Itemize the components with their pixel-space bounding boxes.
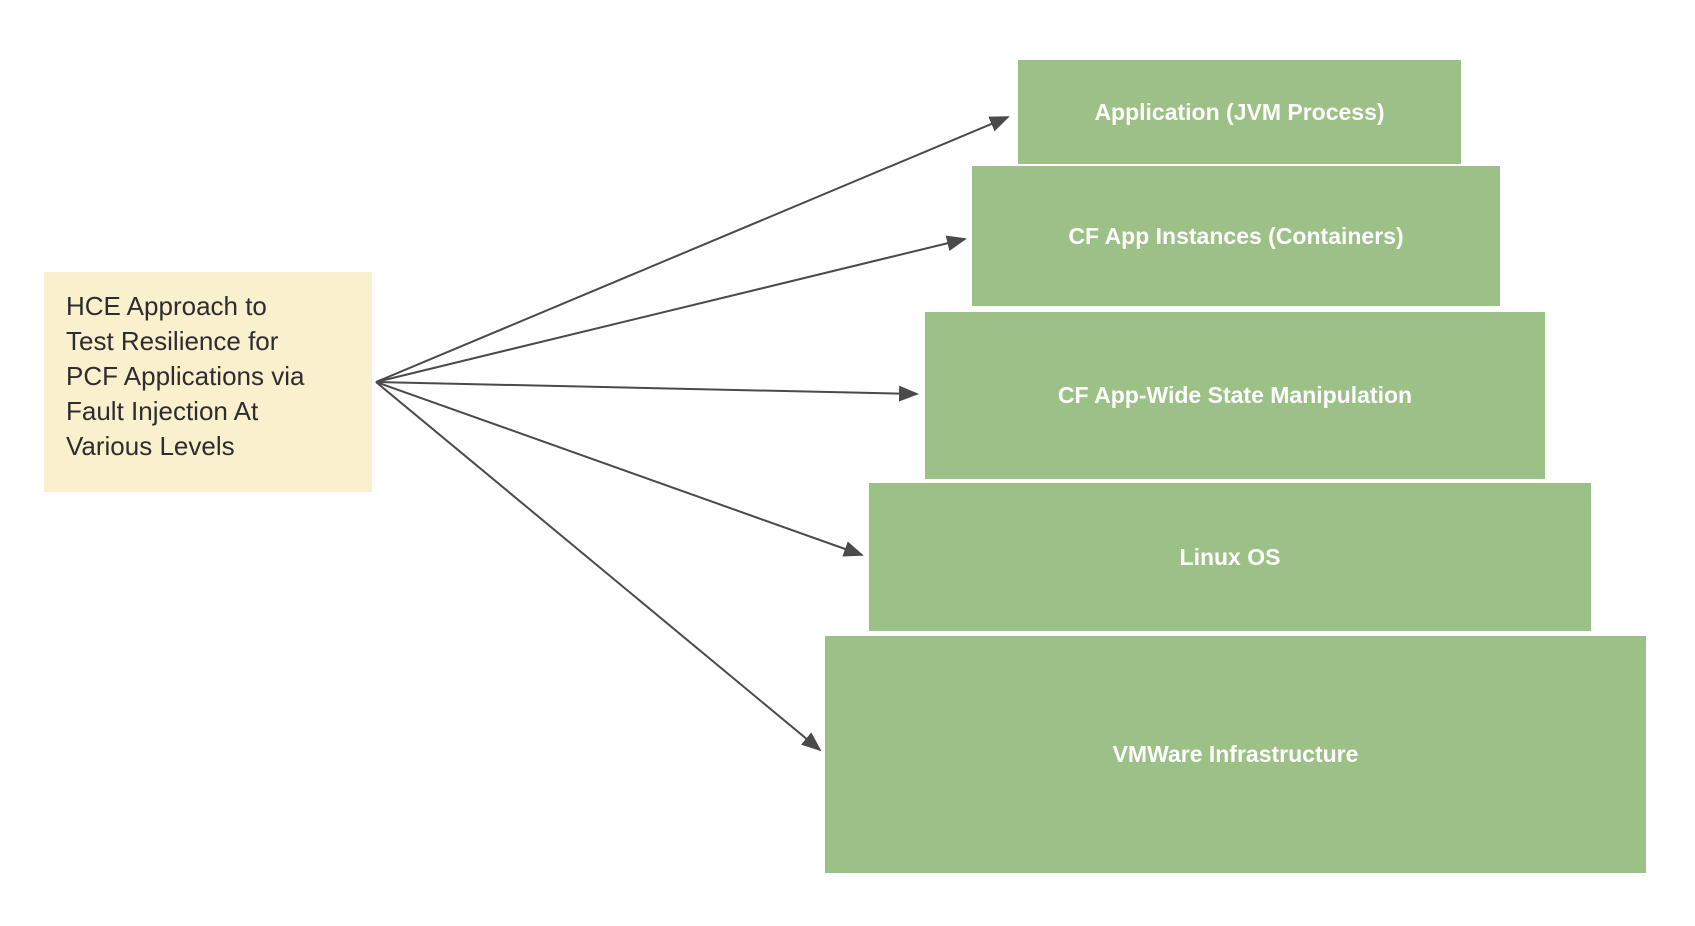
level-cf-app-wide-state: CF App-Wide State Manipulation: [925, 312, 1545, 479]
level-label: CF App Instances (Containers): [1068, 222, 1404, 249]
level-cf-app-instances: CF App Instances (Containers): [972, 166, 1500, 306]
note-line: Various Levels: [66, 431, 235, 461]
note-line: Fault Injection At: [66, 396, 259, 426]
arrow-to-cf-app-wide-state: [375, 381, 919, 402]
note-line: Test Resilience for: [66, 326, 279, 356]
arrow-to-application: [375, 116, 1010, 383]
note-line: PCF Applications via: [66, 361, 305, 391]
level-label: Application (JVM Process): [1094, 98, 1385, 125]
arrow-to-cf-app-instances: [375, 235, 967, 383]
level-label: VMWare Infrastructure: [1112, 741, 1359, 767]
level-application: Application (JVM Process): [1018, 60, 1461, 164]
arrow-to-vmware-infrastructure: [375, 381, 822, 752]
note-line: HCE Approach to: [66, 291, 267, 321]
level-vmware-infrastructure: VMWare Infrastructure: [825, 636, 1646, 873]
level-label: CF App-Wide State Manipulation: [1057, 382, 1413, 408]
level-linux-os: Linux OS: [869, 483, 1591, 631]
arrow-to-linux-os: [375, 381, 864, 557]
note-box: HCE Approach to Test Resilience for PCF …: [44, 272, 372, 492]
level-label: Linux OS: [1179, 543, 1281, 570]
